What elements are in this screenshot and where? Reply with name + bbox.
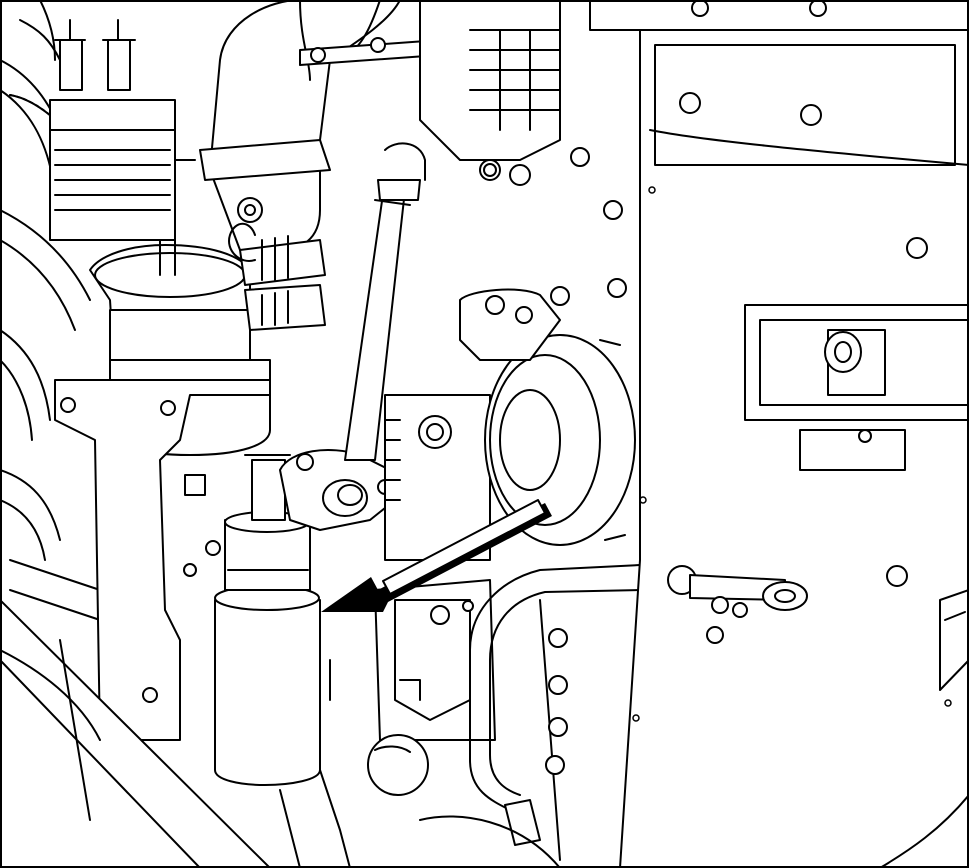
left-hose-bundle xyxy=(0,0,101,621)
return-hose xyxy=(469,564,641,846)
tensioner-bracket xyxy=(459,286,570,361)
fuel-filter xyxy=(214,454,331,786)
pointer-arrow-icon xyxy=(321,499,552,612)
drain-plug xyxy=(367,734,429,796)
filter-head-housing xyxy=(89,239,251,381)
side-panel xyxy=(589,0,969,868)
bracket-bolts xyxy=(183,474,221,577)
timing-cover-bolts xyxy=(539,599,568,861)
frame-rail xyxy=(0,599,271,868)
engine-mount-block xyxy=(374,579,496,741)
drive-pulley xyxy=(484,334,636,546)
top-left-fittings xyxy=(54,19,136,91)
turbo-housing xyxy=(419,0,561,186)
engine-bolts-center xyxy=(483,147,627,298)
coolant-hose-clamps xyxy=(228,222,326,331)
right-edge-hose xyxy=(939,589,969,691)
filter-head-fitting xyxy=(279,449,396,531)
filter-mounting-bracket xyxy=(54,379,271,741)
alternator-body xyxy=(384,394,491,561)
panel-rivets xyxy=(632,186,952,722)
lower-sweep-lines xyxy=(279,769,561,868)
panel-bracket-plate xyxy=(744,304,969,471)
intake-pipe xyxy=(199,0,401,251)
ribbed-canister xyxy=(49,99,196,241)
panel-clevis-pin xyxy=(667,565,808,618)
fuel-line xyxy=(344,142,426,461)
